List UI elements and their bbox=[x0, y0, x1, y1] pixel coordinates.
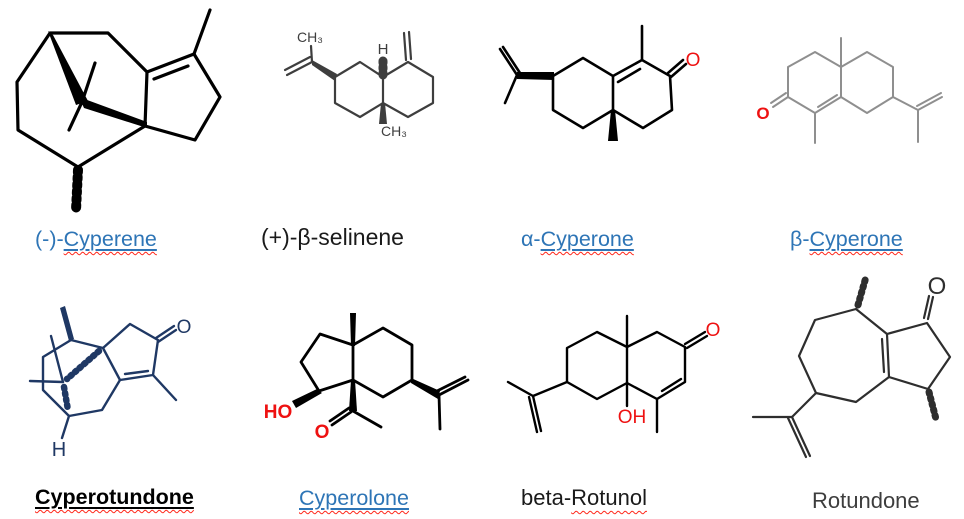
hydrogen-label: H bbox=[378, 41, 389, 58]
wedge-bond bbox=[350, 313, 356, 346]
label-text: (-)- bbox=[35, 227, 64, 251]
oxygen-label: O bbox=[315, 422, 330, 443]
oxygen-label: O bbox=[686, 50, 701, 71]
compound-label-beta-rotunol: beta-Rotunol bbox=[521, 485, 647, 511]
hydrogen-label: H bbox=[52, 439, 66, 461]
methyl-label: CH₃ bbox=[297, 29, 323, 45]
hydroxyl-label: OH bbox=[618, 407, 647, 428]
wedge-bond bbox=[60, 306, 74, 341]
hashed-bridge-bond bbox=[60, 383, 72, 414]
cyperotundone-structure: O H bbox=[28, 306, 192, 461]
beta-cyperone-structure: O bbox=[756, 37, 943, 144]
beta-rotunol-structure: O OH bbox=[506, 314, 721, 434]
wedge-bond bbox=[79, 97, 147, 128]
label-text-misspelled: Cyperotundone bbox=[35, 485, 194, 509]
compound-label-beta-selinene: (+)-β-selinene bbox=[261, 224, 404, 251]
oxygen-label: O bbox=[756, 104, 769, 123]
alpha-cyperone-structure: O bbox=[498, 24, 701, 141]
beta-selinene-structure: CH₃ H CH₃ bbox=[283, 29, 435, 139]
hashed-bridge-bond bbox=[63, 347, 103, 383]
label-text-misspelled: Rotunol bbox=[571, 485, 647, 510]
compound-label-cyperene: (-)-Cyperene bbox=[35, 227, 157, 252]
wedge-bond bbox=[411, 378, 440, 399]
wedge-bond bbox=[517, 72, 554, 80]
wedge-bond bbox=[608, 110, 618, 141]
label-text-misspelled: Cyperone bbox=[540, 227, 634, 251]
label-text: β- bbox=[790, 227, 810, 251]
compound-label-cyperotundone: Cyperotundone bbox=[35, 485, 194, 510]
label-text-misspelled: Cyperone bbox=[809, 227, 903, 251]
hashed-methyl-bond bbox=[71, 165, 83, 215]
hashed-methyl-bond bbox=[854, 273, 870, 309]
methyl-label: CH₃ bbox=[381, 123, 407, 139]
label-text: Rotundone bbox=[812, 488, 920, 513]
cyperolone-structure: HO O bbox=[264, 313, 470, 443]
cyperene-structure bbox=[15, 8, 222, 215]
hydroxyl-label: HO bbox=[264, 402, 293, 423]
rotundone-structure: O bbox=[751, 273, 952, 459]
wedge-bond bbox=[349, 380, 357, 411]
wedge-bond bbox=[48, 31, 88, 105]
compound-label-alpha-cyperone: α-Cyperone bbox=[521, 227, 634, 252]
label-text-misspelled: Cyperene bbox=[63, 227, 157, 251]
wedge-bond bbox=[292, 389, 322, 408]
oxygen-label: O bbox=[706, 320, 721, 341]
label-text: α- bbox=[521, 227, 541, 251]
label-text: beta- bbox=[521, 485, 572, 510]
wedge-bond bbox=[379, 103, 387, 124]
compound-label-rotundone: Rotundone bbox=[812, 488, 920, 514]
label-text-misspelled: Cyperolone bbox=[299, 486, 409, 510]
compound-label-beta-cyperone: β-Cyperone bbox=[790, 227, 903, 252]
wedge-bond bbox=[312, 60, 337, 81]
label-text: (+)-β-selinene bbox=[261, 224, 404, 250]
compound-label-cyperolone: Cyperolone bbox=[299, 486, 409, 511]
oxygen-label: O bbox=[928, 273, 947, 300]
oxygen-label: O bbox=[177, 317, 192, 338]
hashed-methyl-bond bbox=[925, 388, 940, 423]
